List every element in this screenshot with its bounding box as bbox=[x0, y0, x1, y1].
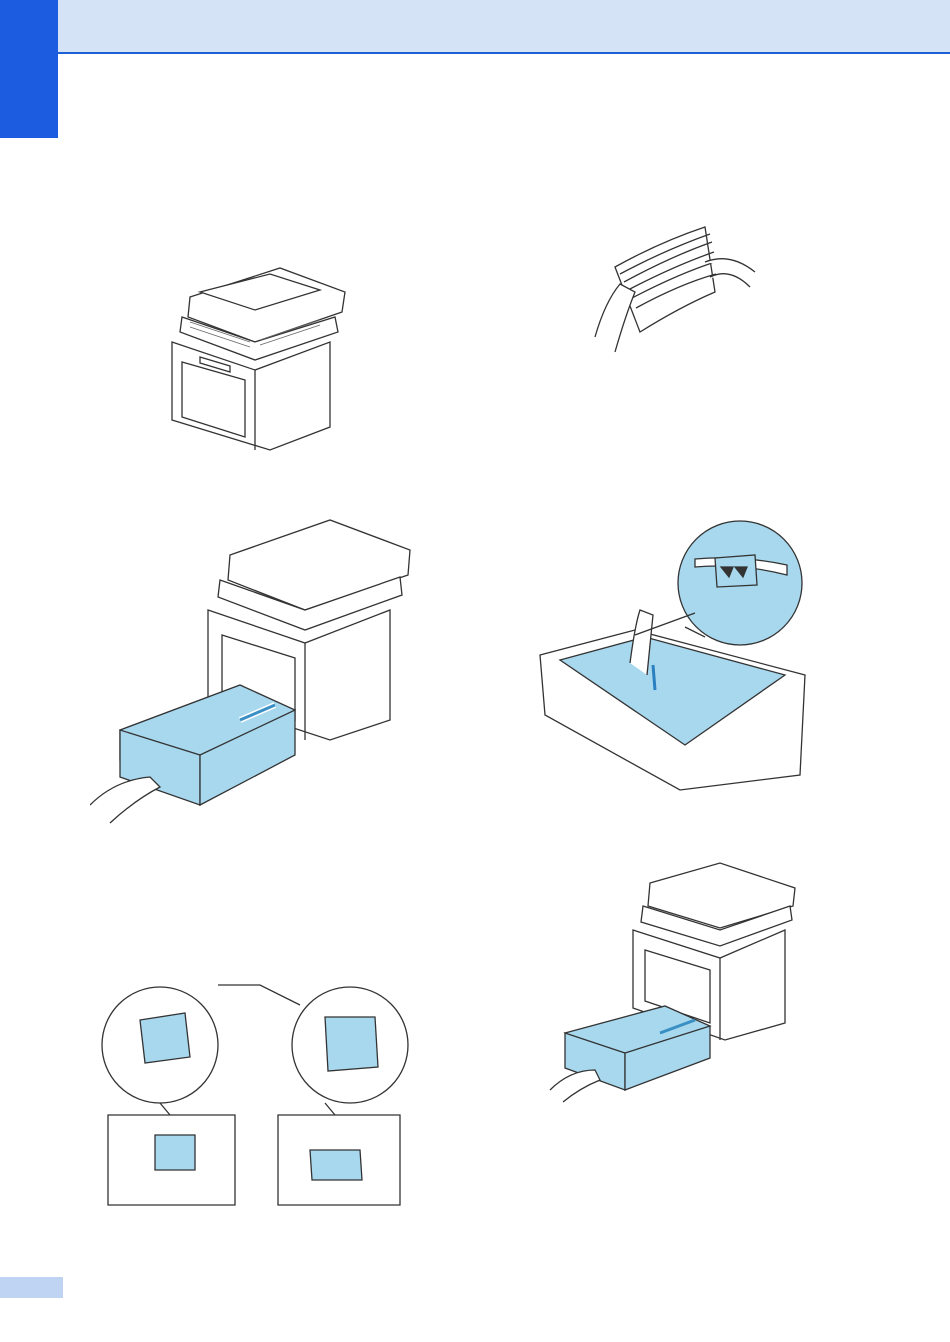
paper-guide-icon bbox=[100, 975, 410, 1210]
insert-tray-illustration bbox=[545, 858, 805, 1103]
printer-icon bbox=[160, 262, 360, 457]
tray-pull-icon bbox=[90, 515, 420, 825]
adjust-guides-illustration bbox=[100, 975, 410, 1210]
fan-paper-illustration bbox=[590, 222, 765, 357]
page-header-band bbox=[0, 0, 950, 54]
paper-stack-icon bbox=[590, 222, 765, 357]
load-paper-illustration bbox=[535, 515, 815, 795]
tray-insert-icon bbox=[545, 858, 805, 1103]
pull-tray-illustration bbox=[90, 515, 420, 825]
footer-page-tab bbox=[0, 1277, 63, 1298]
paper-load-icon bbox=[535, 515, 815, 795]
chapter-tab bbox=[0, 0, 58, 138]
printer-illustration-1 bbox=[160, 262, 360, 457]
